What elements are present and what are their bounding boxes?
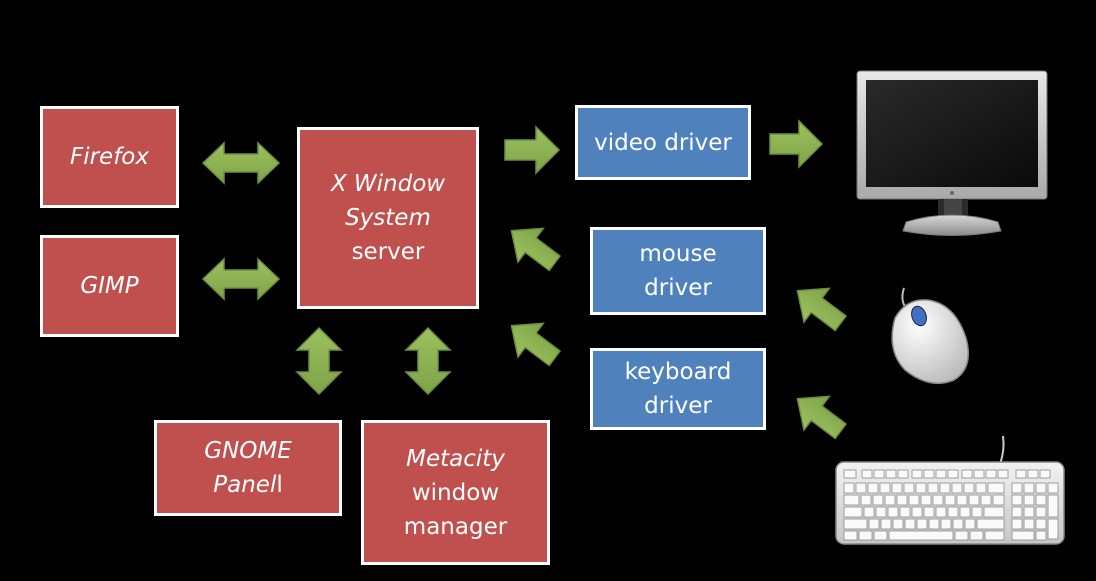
metacity-line1: Metacity xyxy=(406,445,505,472)
keyboard-driver-line1: keyboard xyxy=(624,359,732,385)
double-arrow-gimp-server xyxy=(201,257,281,301)
arrow-keyboard-to-driver xyxy=(796,395,848,440)
arrow-keyboard-driver-server xyxy=(510,322,562,367)
arrow-mouse-to-driver xyxy=(796,287,848,332)
monitor-icon xyxy=(856,70,1048,236)
firefox-box: Firefox xyxy=(40,106,179,208)
mouse-driver-box: mouse driver xyxy=(590,227,766,315)
double-arrow-firefox-server xyxy=(201,141,281,185)
x-server-box: X Window System server xyxy=(297,127,479,309)
gimp-box: GIMP xyxy=(40,235,179,337)
double-arrow-metacity-server xyxy=(404,326,452,396)
x-server-line1: X Window xyxy=(330,171,446,197)
metacity-line3: manager xyxy=(403,513,508,540)
mouse-icon xyxy=(891,287,969,385)
gnome-panel-box: GNOME Panell xyxy=(154,420,342,516)
video-driver-box: video driver xyxy=(575,105,751,180)
double-arrow-gnome-server xyxy=(295,326,343,396)
x-server-line2: System xyxy=(345,205,431,231)
arrow-video-monitor xyxy=(769,119,824,169)
keyboard-driver-line2: driver xyxy=(644,393,712,419)
firefox-label: Firefox xyxy=(69,144,149,170)
gnome-panel-line2-italic: Panel xyxy=(213,472,277,498)
metacity-line2: window xyxy=(411,479,500,506)
metacity-box: Metacity window manager xyxy=(361,420,550,565)
mouse-driver-line1: mouse xyxy=(639,241,717,267)
gnome-panel-line2-rest: l xyxy=(276,472,283,498)
gimp-label: GIMP xyxy=(80,273,139,299)
keyboard-icon xyxy=(835,435,1065,545)
video-driver-label: video driver xyxy=(594,129,732,156)
keyboard-driver-box: keyboard driver xyxy=(590,348,766,430)
gnome-panel-line1: GNOME xyxy=(204,438,292,464)
mouse-driver-line2: driver xyxy=(644,275,712,301)
arrow-server-video xyxy=(504,125,561,175)
arrow-mouse-driver-server xyxy=(510,227,562,272)
x-server-line3: server xyxy=(351,239,425,265)
